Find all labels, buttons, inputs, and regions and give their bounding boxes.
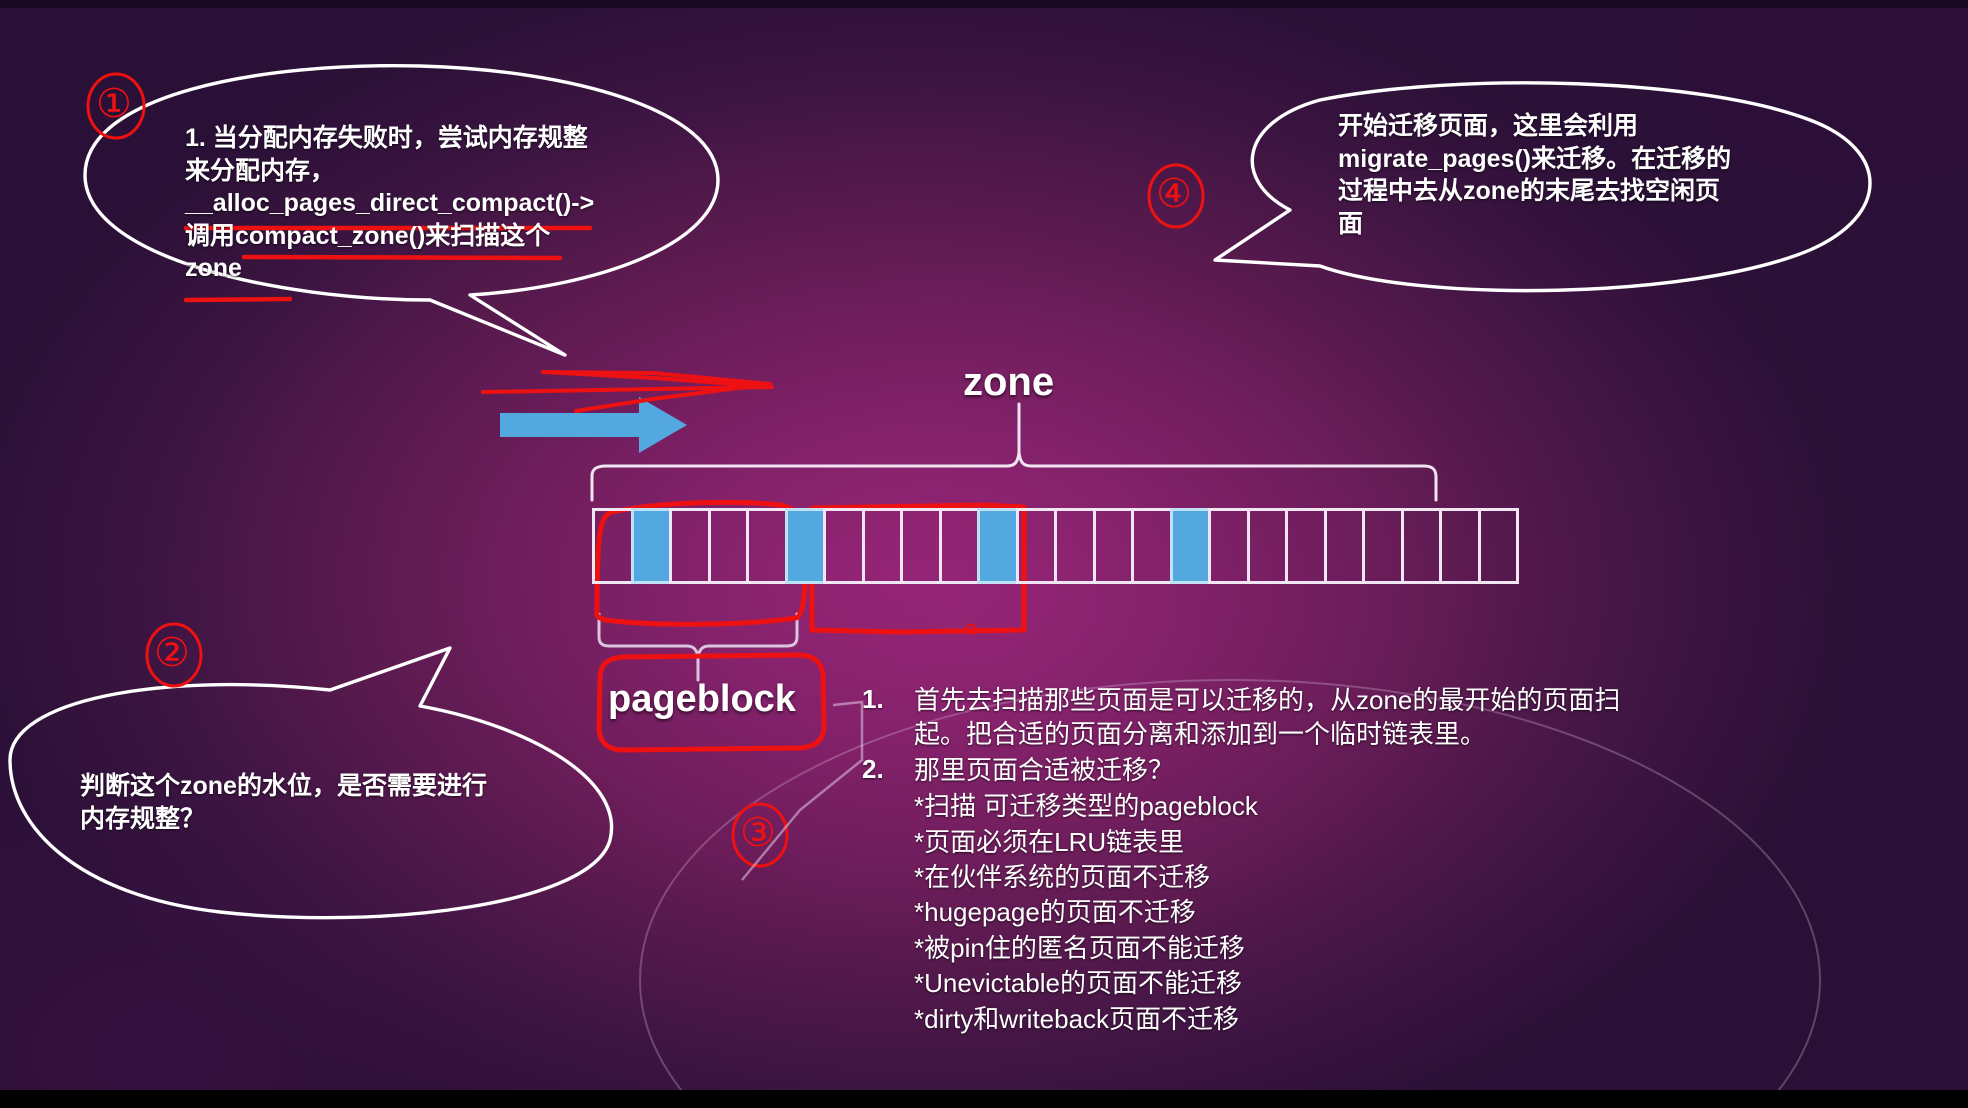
- page-cell: [1015, 508, 1057, 584]
- page-cell: [1054, 508, 1096, 584]
- page-cell: [669, 508, 711, 584]
- zone-page-cells: [592, 508, 1519, 584]
- page-cell: [1323, 508, 1365, 584]
- marker-1: ①: [96, 82, 132, 126]
- bullet-item: *dirty和writeback页面不迁移: [914, 1003, 1240, 1034]
- page-cell: [1208, 508, 1250, 584]
- page-cell: [823, 508, 865, 584]
- zone-label: zone: [963, 360, 1055, 404]
- list-item-number: 2.: [862, 753, 884, 784]
- bottom-letterbox-bar: [0, 1090, 1968, 1108]
- page-cell: [1092, 508, 1134, 584]
- page-cell: [938, 508, 980, 584]
- page-cell: [592, 508, 634, 584]
- bullet-item: *Unevictable的页面不能迁移: [914, 968, 1242, 999]
- list-item-number: 1.: [862, 684, 884, 714]
- bullet-item: *扫描 可迁移类型的pageblock: [914, 791, 1258, 822]
- notes-list: 1. 首先去扫描那些页面是可以迁移的，从zone的最开始的页面扫 起。把合适的页…: [862, 684, 1792, 1037]
- bubble-2-text: 判断这个zone的水位，是否需要进行内存规整？: [80, 772, 487, 833]
- page-cell-migratable: [1169, 508, 1211, 584]
- page-cell: [1439, 508, 1481, 584]
- page-cell: [1131, 508, 1173, 584]
- blue-arrow: [500, 397, 687, 453]
- page-cell-migratable: [630, 508, 672, 584]
- bubble-1-text: 1. 当分配内存失败时，尝试内存规整来分配内存，__alloc_pages_di…: [185, 124, 595, 282]
- page-cell: [1362, 508, 1404, 584]
- list-item: 2. 那里页面合适被迁移？: [862, 754, 1792, 788]
- page-cell: [1246, 508, 1288, 584]
- page-cell-migratable: [977, 508, 1019, 584]
- page-cell: [1400, 508, 1442, 584]
- page-cell: [1477, 508, 1519, 584]
- page-cell: [861, 508, 903, 584]
- red-annotation-handle: [965, 623, 977, 635]
- marker-2: ②: [154, 631, 190, 675]
- page-cell: [707, 508, 749, 584]
- bullet-item: *在伙伴系统的页面不迁移: [914, 862, 1211, 893]
- red-underline-zone: [183, 296, 293, 303]
- marker-4: ④: [1156, 172, 1192, 216]
- page-cell: [746, 508, 788, 584]
- bullet-item: *hugepage的页面不迁移: [914, 897, 1196, 928]
- zone-brace: [590, 450, 1438, 502]
- bullet-item: *被pin住的匿名页面不能迁移: [914, 932, 1245, 963]
- list-item-text: 那里页面合适被迁移？: [914, 754, 1175, 785]
- top-letterbox-bar: [0, 0, 1968, 8]
- bubble-4-text: 开始迁移页面，这里会利用migrate_pages()来迁移。在迁移的过程中去从…: [1338, 112, 1732, 238]
- list-item-text: 首先去扫描那些页面是可以迁移的，从zone的最开始的页面扫 起。把合适的页面分离…: [914, 685, 1621, 749]
- page-cell-migratable: [784, 508, 826, 584]
- page-cell: [1285, 508, 1327, 584]
- bullet-item: *页面必须在LRU链表里: [914, 826, 1185, 857]
- pageblock-brace: [597, 612, 799, 660]
- page-cell: [900, 508, 942, 584]
- list-item: 1. 首先去扫描那些页面是可以迁移的，从zone的最开始的页面扫 起。把合适的页…: [862, 684, 1792, 752]
- red-scribble-annotation: [481, 370, 774, 413]
- marker-3: ③: [740, 811, 776, 855]
- notes-bullet-list: *扫描 可迁移类型的pageblock *页面必须在LRU链表里 *在伙伴系统的…: [862, 789, 1792, 1037]
- pageblock-label: pageblock: [608, 678, 796, 720]
